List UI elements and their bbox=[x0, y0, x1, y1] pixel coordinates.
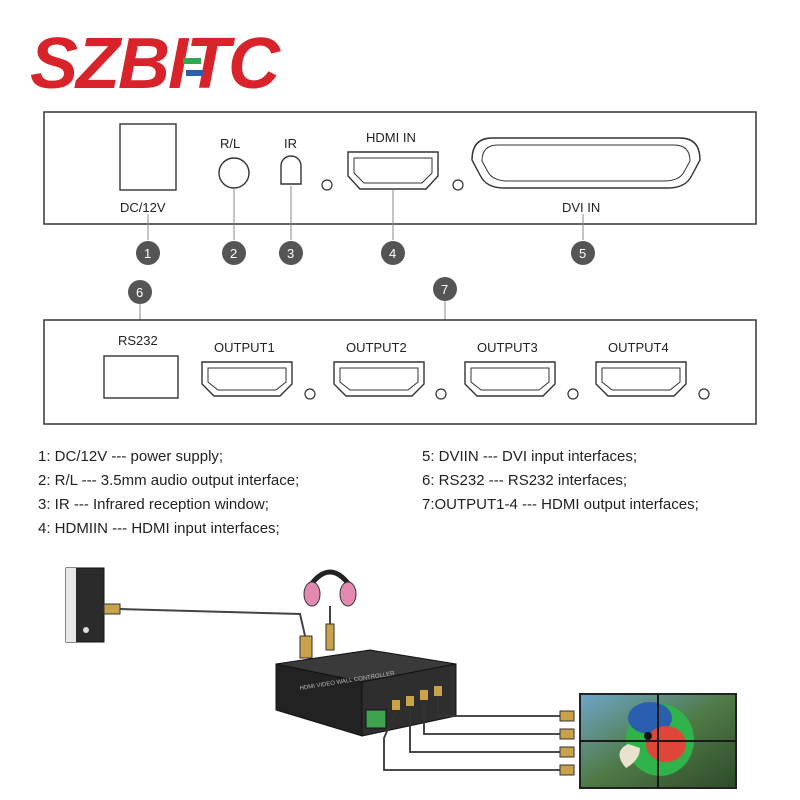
callout-1 bbox=[136, 241, 160, 265]
dc-port-label: DC/12V bbox=[120, 200, 166, 215]
callout-5 bbox=[571, 241, 595, 265]
output-2-label: OUTPUT2 bbox=[346, 340, 407, 355]
callout-5-number: 5 bbox=[579, 246, 586, 261]
output-1-label: OUTPUT1 bbox=[214, 340, 275, 355]
hdmi-in-port bbox=[347, 151, 439, 190]
panel-screw bbox=[452, 179, 464, 191]
callout-7-number: 7 bbox=[441, 282, 448, 297]
legend-item: 2: R/L --- 3.5mm audio output interface; bbox=[38, 472, 300, 489]
source-device bbox=[65, 567, 105, 643]
legend-item: 5: DVIIN --- DVI input interfaces; bbox=[422, 448, 638, 465]
headphones-icon bbox=[303, 569, 357, 651]
panel-diagram: DC/12V 1 R/L 2 IR 3 HDMI IN 4 DVI IN 5 6… bbox=[43, 111, 757, 425]
brand-logo: SZBITC bbox=[30, 24, 283, 102]
connection-scene: HDMI VIDEO WALL CONTROLLER bbox=[65, 567, 737, 789]
output-4-label: OUTPUT4 bbox=[608, 340, 669, 355]
rs232-port bbox=[103, 355, 179, 399]
hdmi-plugs bbox=[559, 710, 575, 776]
logo-accent-green bbox=[183, 58, 201, 64]
ir-port-label: IR bbox=[284, 136, 297, 151]
legend: 1: DC/12V --- power supply; 2: R/L --- 3… bbox=[38, 448, 778, 548]
callout-3-number: 3 bbox=[287, 246, 294, 261]
legend-item: 1: DC/12V --- power supply; bbox=[38, 448, 224, 465]
rs232-label: RS232 bbox=[118, 333, 158, 348]
video-wall bbox=[579, 693, 737, 789]
callout-1-number: 1 bbox=[144, 246, 151, 261]
callout-4-number: 4 bbox=[389, 246, 396, 261]
callout-3 bbox=[279, 241, 303, 265]
output-4: OUTPUT4 bbox=[595, 340, 710, 400]
logo-text: SZBITC bbox=[30, 24, 281, 102]
dc-port bbox=[119, 123, 177, 191]
legend-item: 6: RS232 --- RS232 interfaces; bbox=[422, 472, 628, 489]
dvi-in-label: DVI IN bbox=[562, 200, 600, 215]
callout-6-number: 6 bbox=[136, 285, 143, 300]
hdmi-input-cable bbox=[103, 603, 313, 659]
rl-port-label: R/L bbox=[220, 136, 240, 151]
panel-screw bbox=[321, 179, 333, 191]
output-2: OUTPUT2 bbox=[333, 340, 447, 400]
ir-window bbox=[280, 155, 302, 185]
dvi-in-port bbox=[471, 137, 701, 189]
output-1: OUTPUT1 bbox=[201, 340, 316, 400]
callout-6 bbox=[128, 280, 152, 304]
callout-2 bbox=[222, 241, 246, 265]
hdmi-in-label: HDMI IN bbox=[366, 130, 416, 145]
callout-2-number: 2 bbox=[230, 246, 237, 261]
rl-port bbox=[218, 157, 250, 189]
output-cables bbox=[383, 696, 560, 771]
legend-item: 3: IR --- Infrared reception window; bbox=[38, 496, 269, 513]
output-3: OUTPUT3 bbox=[464, 340, 579, 400]
output-3-label: OUTPUT3 bbox=[477, 340, 538, 355]
callout-4 bbox=[381, 241, 405, 265]
legend-item: 7:OUTPUT1-4 --- HDMI output interfaces; bbox=[422, 496, 699, 513]
controller-device: HDMI VIDEO WALL CONTROLLER bbox=[275, 649, 457, 737]
legend-item: 4: HDMIIN --- HDMI input interfaces; bbox=[38, 520, 280, 537]
logo-accent-blue bbox=[186, 70, 204, 76]
callout-7 bbox=[433, 277, 457, 301]
